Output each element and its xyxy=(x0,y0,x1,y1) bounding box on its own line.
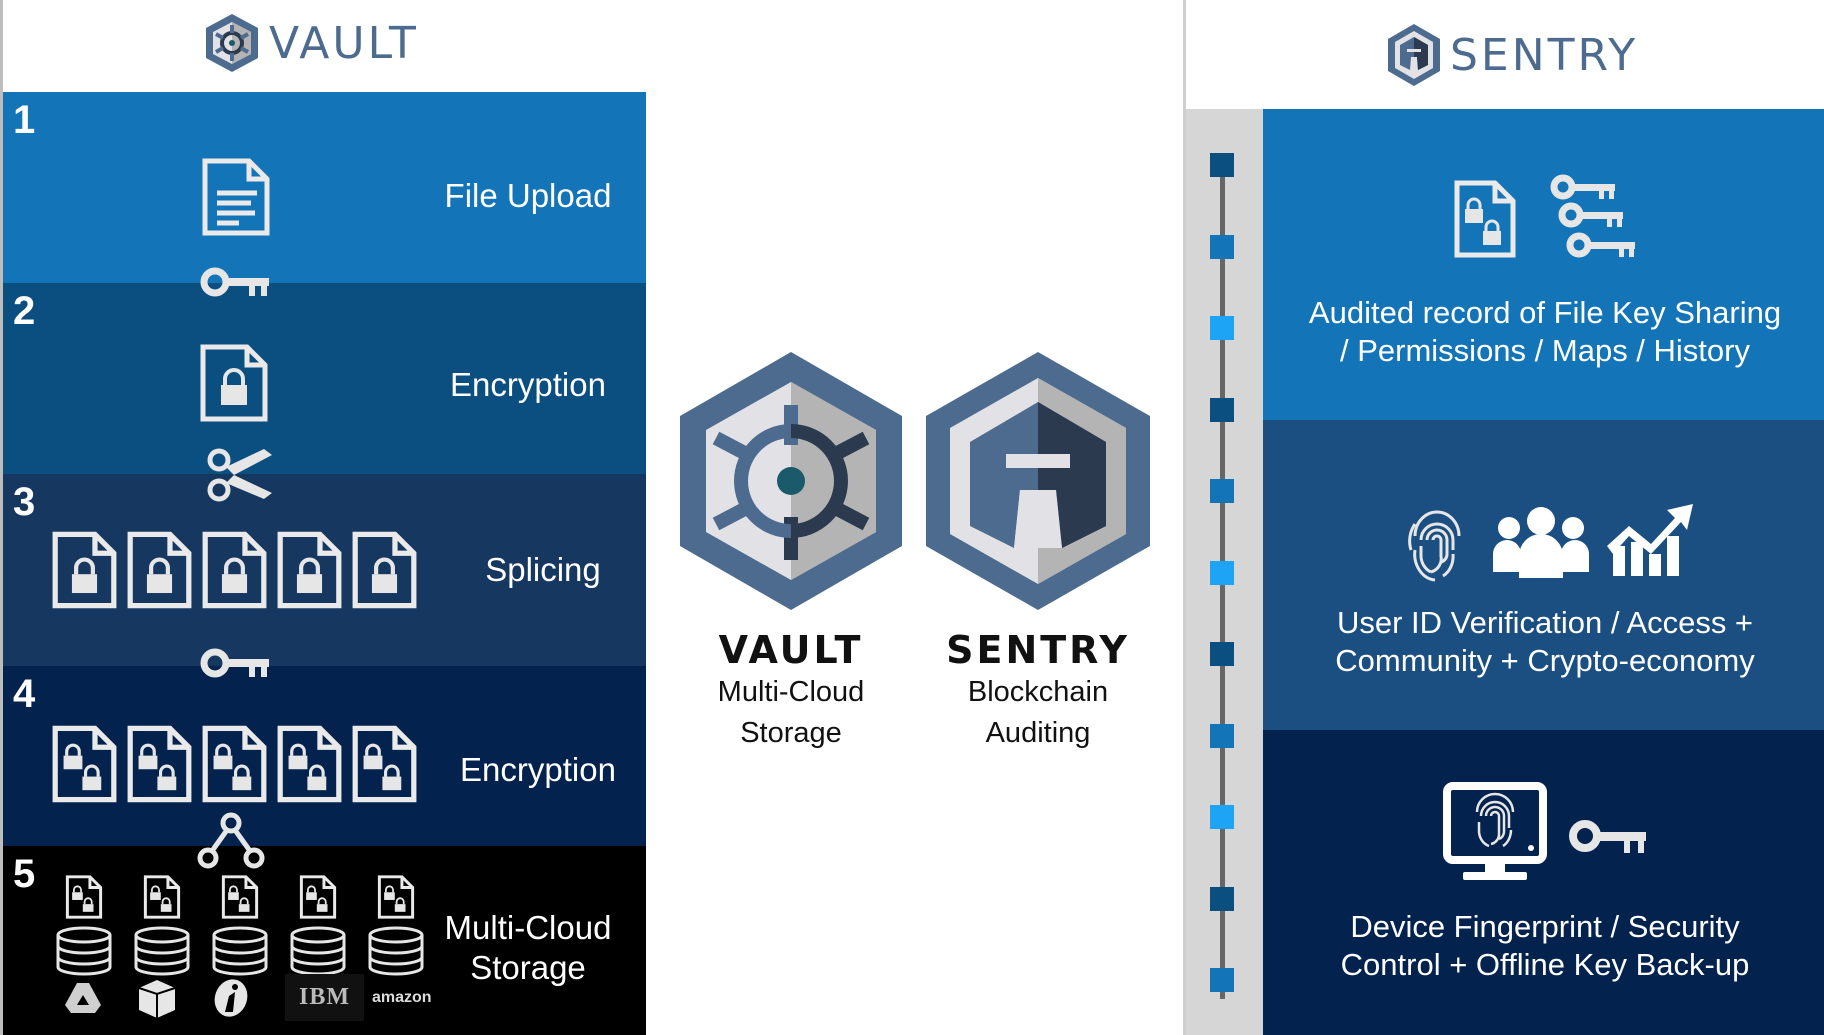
timeline-marker xyxy=(1210,234,1234,259)
timeline-marker xyxy=(1210,805,1234,829)
locked-document-icon xyxy=(277,531,342,609)
fingerprint-icon xyxy=(1408,510,1461,582)
sentry-subtitle: Blockchain Auditing xyxy=(967,676,1109,749)
key-icon xyxy=(1569,820,1646,853)
key-icon xyxy=(200,267,269,297)
vault-logo: VAULT xyxy=(203,12,419,74)
double-locked-document-icon xyxy=(127,725,192,803)
timeline-marker xyxy=(1210,723,1234,748)
step-label: Splicing xyxy=(485,551,601,588)
box-icon xyxy=(138,979,176,1018)
sentry-title: SENTRY xyxy=(946,628,1130,672)
step-label: File Upload xyxy=(444,177,612,214)
double-locked-document-icon xyxy=(65,875,103,919)
storage-nodes xyxy=(55,874,425,976)
step-number: 5 xyxy=(13,852,36,896)
cloud-providers: IBM amazon xyxy=(63,974,432,1021)
timeline-marker xyxy=(1210,397,1234,422)
double-locked-document-icon xyxy=(377,875,415,919)
sentry-hexagon-icon xyxy=(926,352,1150,610)
double-locked-document-icon xyxy=(277,725,342,803)
ibm-logo: IBM xyxy=(285,974,364,1021)
feature-device-fingerprint: Device Fingerprint / Security Control + … xyxy=(1263,730,1824,1035)
locked-document-icon xyxy=(200,344,268,422)
sentry-header: SENTRY xyxy=(1186,0,1824,109)
timeline-marker xyxy=(1210,316,1234,340)
feature-text: Device Fingerprint / Security Control + … xyxy=(1340,909,1750,982)
step-number: 3 xyxy=(13,480,36,524)
share-icon xyxy=(197,812,265,869)
database-icon xyxy=(290,926,346,976)
vault-logo-text: VAULT xyxy=(269,17,419,69)
sentry-panel: SENTRY Audited record of File Key Sharin… xyxy=(1183,0,1824,1035)
database-icon xyxy=(56,926,112,976)
encrypted-files xyxy=(51,724,418,804)
storage-node xyxy=(211,874,269,976)
vault-panel: VAULT 1 File Upload 2 Encryption 3 Splic… xyxy=(0,0,646,1035)
sentry-logo-icon xyxy=(1388,24,1440,86)
double-locked-document-icon xyxy=(202,725,267,803)
timeline-marker xyxy=(1210,886,1234,911)
step-encryption-2: 4 Encryption xyxy=(3,666,646,846)
vault-logo-icon xyxy=(206,14,258,72)
storage-node xyxy=(55,874,113,976)
step-label: Multi-Cloud Storage xyxy=(444,909,612,986)
step-number: 2 xyxy=(13,289,36,333)
scissors-icon xyxy=(207,448,272,502)
step-file-upload: 1 File Upload xyxy=(3,92,646,283)
step-encryption: 2 Encryption xyxy=(3,283,646,474)
double-locked-document-icon xyxy=(143,875,181,919)
timeline-marker xyxy=(1210,968,1234,992)
group-icon xyxy=(1493,507,1589,578)
feature-text: User ID Verification / Access + Communit… xyxy=(1335,605,1755,678)
feature-audited-record: Audited record of File Key Sharing / Per… xyxy=(1263,109,1824,420)
step-label: Encryption xyxy=(450,366,606,403)
monitor-fingerprint-icon xyxy=(1443,782,1547,880)
double-locked-document-icon xyxy=(299,875,337,919)
database-icon xyxy=(134,926,190,976)
double-locked-document-icon xyxy=(1454,180,1516,258)
sentry-logo-text: SENTRY xyxy=(1450,29,1639,81)
database-icon xyxy=(368,926,424,976)
sentry-logo: SENTRY xyxy=(1386,22,1638,88)
growth-chart-icon xyxy=(1607,504,1693,576)
timeline-marker xyxy=(1210,479,1234,503)
keys-icon xyxy=(1550,174,1635,258)
step-splicing: 3 Splicing xyxy=(3,474,646,666)
step-label: Encryption xyxy=(460,751,616,788)
timeline-rail xyxy=(1186,109,1263,1035)
locked-document-icon xyxy=(352,531,417,609)
google-drive-icon xyxy=(65,982,101,1013)
vault-subtitle: Multi-Cloud Storage xyxy=(717,676,865,749)
amazon-logo: amazon xyxy=(372,988,432,1006)
timeline-marker xyxy=(1210,560,1234,585)
double-locked-document-icon xyxy=(52,725,117,803)
storage-node xyxy=(367,874,425,976)
step-multi-cloud-storage: 5 Multi-Cloud Storage IBM amazon xyxy=(3,846,646,1035)
step-number: 4 xyxy=(13,672,36,716)
locked-document-icon xyxy=(52,531,117,609)
vault-header: VAULT xyxy=(3,0,646,92)
timeline-marker xyxy=(1210,642,1234,666)
double-locked-document-icon xyxy=(352,725,417,803)
locked-document-icon xyxy=(202,531,267,609)
rackspace-icon xyxy=(214,978,248,1017)
spliced-files xyxy=(51,530,418,610)
vault-title: VAULT xyxy=(718,628,864,672)
feature-user-id: User ID Verification / Access + Communit… xyxy=(1263,420,1824,730)
feature-text: Audited record of File Key Sharing / Per… xyxy=(1308,295,1782,368)
document-icon xyxy=(202,158,270,236)
timeline-marker xyxy=(1210,153,1234,177)
locked-document-icon xyxy=(127,531,192,609)
storage-node xyxy=(133,874,191,976)
step-number: 1 xyxy=(13,98,36,142)
center-summary: VAULT Multi-Cloud Storage SENTRY Blockch… xyxy=(660,350,1170,770)
double-locked-document-icon xyxy=(221,875,259,919)
vault-hexagon-icon xyxy=(680,352,902,610)
key-icon xyxy=(200,648,269,678)
storage-node xyxy=(289,874,347,976)
database-icon xyxy=(212,926,268,976)
